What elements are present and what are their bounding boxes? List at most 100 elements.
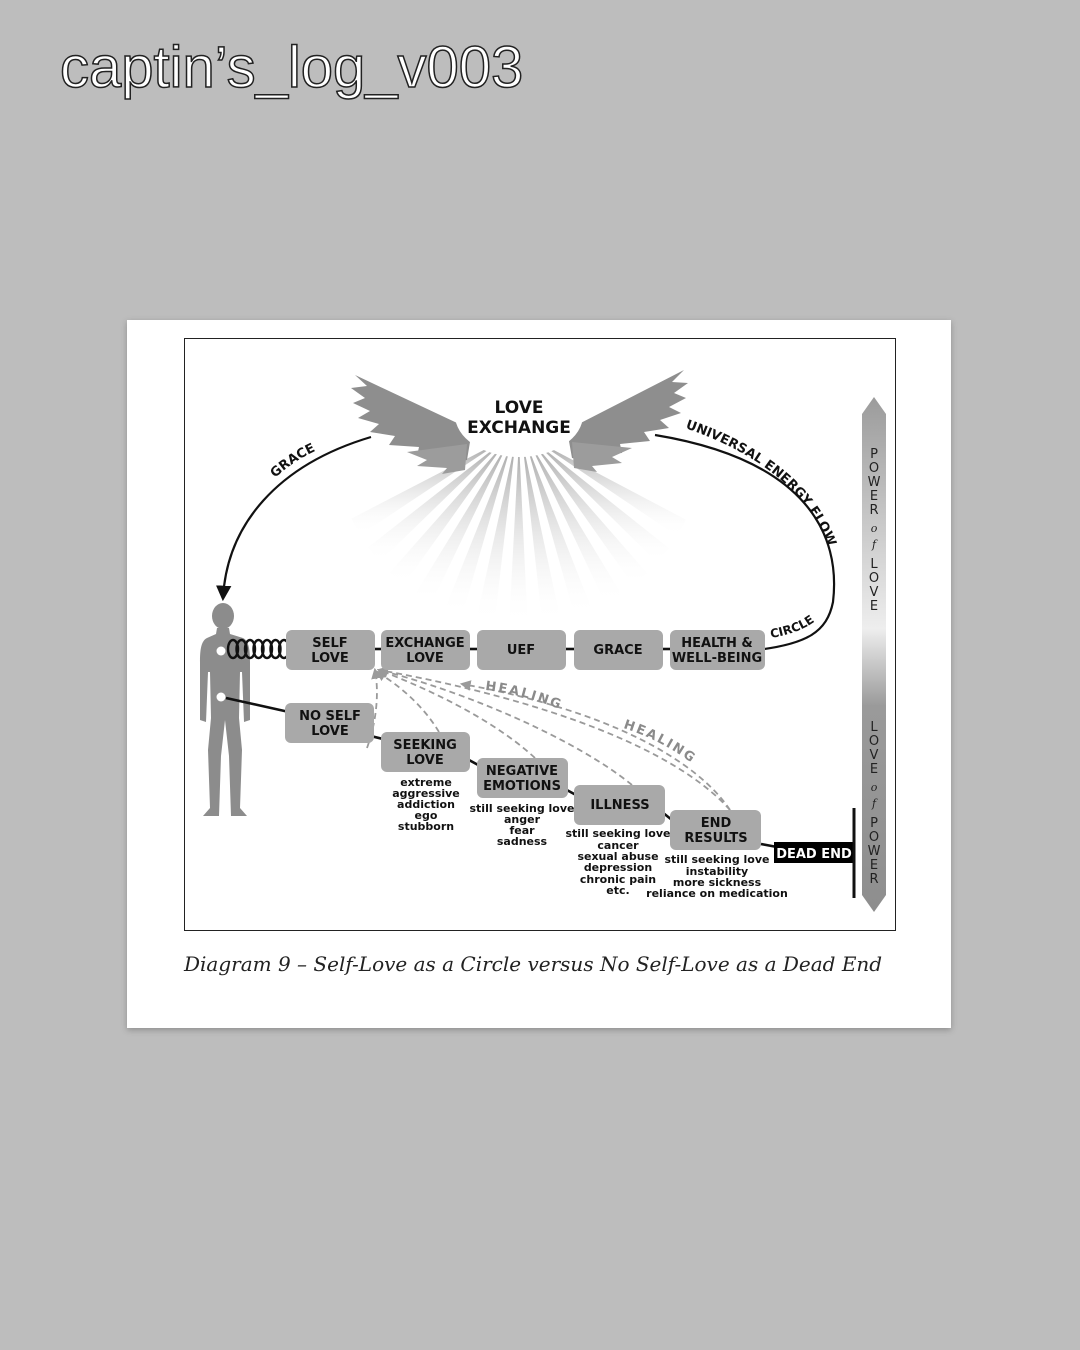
box-self-love-line-2: LOVE [311, 651, 348, 666]
note-seeking-4: ego [415, 809, 438, 822]
box-no-self-love: NO SELF LOVE [285, 703, 374, 743]
heart-point [216, 646, 226, 656]
note-negative-1: still seeking love [470, 802, 575, 815]
bar-letter: O [869, 830, 879, 845]
box-no-self-love-line-2: LOVE [311, 724, 348, 739]
box-no-self-love-line-1: NO SELF [299, 709, 361, 724]
human-figure-icon [200, 603, 250, 816]
note-illness-2: cancer [597, 839, 639, 852]
light-ray [525, 440, 593, 617]
notes-negative-emotions: still seeking love anger fear sadness [470, 802, 575, 848]
light-rays [351, 440, 686, 625]
box-health-line-2: WELL-BEING [672, 651, 762, 666]
bar-letter: W [868, 475, 881, 490]
book-page: LOVE EXCHANGE GRACE UNIVERSAL ENERGY FLO… [127, 320, 951, 1028]
light-ray [415, 440, 510, 603]
note-illness-3: sexual abuse [577, 850, 658, 863]
light-ray [476, 440, 516, 624]
note-illness-5: chronic pain [580, 873, 656, 886]
notes-illness: still seeking love cancer sexual abuse d… [566, 827, 671, 897]
bar-letter: O [869, 734, 879, 749]
box-exchange-love-line-1: EXCHANGE [385, 636, 464, 651]
bar-of-word: f [871, 797, 878, 810]
note-seeking-1: extreme [400, 776, 452, 789]
bar-letter: E [870, 489, 878, 504]
note-end-4: reliance on medication [646, 887, 788, 900]
love-exchange-halo [455, 373, 583, 457]
light-ray [444, 440, 513, 617]
universal-energy-flow-arc [654, 433, 836, 652]
coil-loop [226, 638, 240, 660]
box-illness-line-1: ILLNESS [590, 798, 649, 813]
box-negative-emotions-line-1: NEGATIVE [486, 764, 558, 779]
bar-of-word: f [871, 538, 878, 551]
box-self-love: SELF LOVE [286, 630, 375, 670]
grace-arc [215, 435, 372, 602]
bar-letter: L [870, 557, 878, 572]
bar-letter: L [870, 720, 878, 735]
top-row: SELF LOVE EXCHANGE LOVE UEF GRACE HEALTH… [286, 630, 765, 670]
light-ray [534, 440, 686, 537]
coil-loop [252, 638, 265, 660]
bar-letter: P [870, 447, 878, 462]
bar-letter: O [869, 571, 879, 586]
box-end-results-line-2: RESULTS [684, 831, 747, 846]
bar-letter: V [870, 585, 879, 600]
box-seeking-love: SEEKING LOVE [381, 732, 470, 772]
bar-letter: E [870, 599, 878, 614]
love-exchange-line-2: EXCHANGE [467, 418, 571, 438]
right-wing-icon [567, 370, 688, 472]
note-end-2: instability [686, 865, 748, 878]
dead-end-label: DEAD END [776, 847, 852, 862]
bar-letter: W [868, 844, 881, 859]
box-health-line-1: HEALTH & [681, 636, 753, 651]
notes-seeking-love: extreme aggressive addiction ego stubbor… [392, 776, 460, 833]
healing-label-2: HEALING [622, 717, 699, 766]
light-ray [368, 440, 505, 562]
note-illness-4: depression [584, 861, 652, 874]
figure-caption: Diagram 9 – Self-Love as a Circle versus… [184, 952, 883, 976]
light-ray [533, 440, 669, 563]
note-seeking-2: aggressive [392, 787, 460, 800]
box-uef: UEF [477, 630, 566, 670]
box-exchange-love: EXCHANGE LOVE [381, 630, 470, 670]
bar-letter: E [870, 762, 878, 777]
light-ray [522, 440, 561, 624]
bar-letter: E [870, 858, 878, 873]
bar-letter: P [870, 816, 878, 831]
coil-icon [226, 638, 291, 660]
note-negative-4: sadness [497, 835, 548, 848]
box-seeking-love-line-1: SEEKING [393, 738, 457, 753]
healing-arrows [366, 666, 731, 811]
note-negative-2: anger [504, 813, 541, 826]
love-exchange-line-1: LOVE [495, 398, 544, 418]
bar-of-word: o [871, 522, 878, 535]
coil-loop [269, 638, 282, 660]
box-illness: ILLNESS [574, 785, 665, 825]
box-exchange-love-line-2: LOVE [406, 651, 443, 666]
belly-point [216, 692, 226, 702]
note-illness-1: still seeking love [566, 827, 671, 840]
bar-of-word: o [871, 781, 878, 794]
box-health-well-being: HEALTH & WELL-BEING [670, 630, 765, 670]
box-seeking-love-line-2: LOVE [406, 753, 443, 768]
coil-loop [235, 638, 248, 660]
light-ray [509, 440, 528, 625]
note-end-1: still seeking love [665, 853, 770, 866]
box-negative-emotions: NEGATIVE EMOTIONS [477, 758, 568, 798]
bar-letter: R [869, 503, 878, 518]
note-illness-6: etc. [606, 884, 629, 897]
coil-loop [260, 638, 274, 660]
down-row: NO SELF LOVE SEEKING LOVE NEGATIVE EMOTI… [285, 703, 761, 850]
dead-end-box [774, 842, 854, 863]
coil-loop [243, 638, 257, 660]
box-end-results: END RESULTS [670, 810, 761, 850]
notes: extreme aggressive addiction ego stubbor… [392, 776, 788, 900]
bar-letter: V [870, 748, 879, 763]
left-wing-icon [351, 375, 472, 474]
bar-letter: R [869, 872, 878, 887]
note-end-3: more sickness [673, 876, 762, 889]
